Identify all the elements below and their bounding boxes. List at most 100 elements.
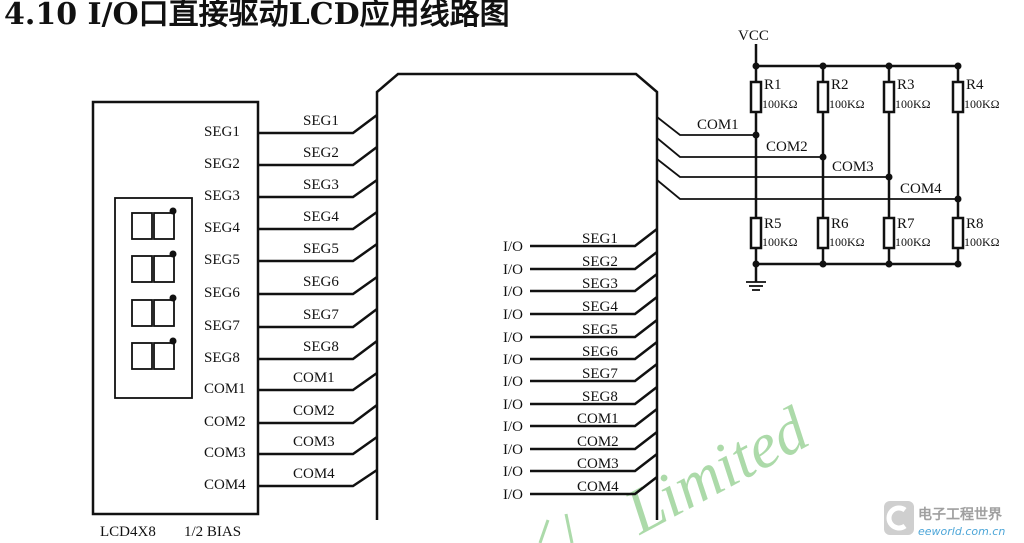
resistor-r1: R1 100KΩ [749,62,798,135]
io-row: I/O COM3 [503,453,658,480]
io-label: I/O [503,307,523,323]
mcu-left-pin-label: SEG5 [303,241,339,257]
resistor-name: R2 [831,77,849,93]
io-label: I/O [503,330,523,346]
lcd-pin-seg1: SEG1 [204,124,240,140]
resistor-value: 100KΩ [762,97,798,111]
lcd-bias: 1/2 BIAS [184,524,241,540]
lcd-pin-label: SEG7 [204,318,240,334]
logo-sub: eeworld.com.cn [918,525,1005,538]
resistor-name: R1 [764,77,782,93]
io-label: I/O [503,239,523,255]
com-output-label: COM1 [697,117,739,133]
lcd-pin-com2: COM2 [204,414,246,430]
io-row: I/O SEG6 [503,341,658,368]
com-output-label: COM3 [832,159,874,175]
wire-com4: COM4 [258,466,378,488]
io-label: I/O [503,464,523,480]
watermark: Limited [612,392,820,543]
mcu-left-pin-label: SEG8 [303,339,339,355]
lcd-pin-seg7: SEG7 [204,318,240,334]
wire-seg6: SEG6 [258,274,378,296]
lcd-pin-seg5: SEG5 [204,252,240,268]
com-output-label: COM2 [766,139,808,155]
mcu-left-pin-label: SEG7 [303,307,339,323]
lcd-pin-label: SEG6 [204,285,240,301]
lcd-digit-pair [131,294,177,327]
resistor-value: 100KΩ [964,97,1000,111]
io-pin-label: SEG8 [582,389,618,405]
lcd-digit-pair [131,250,177,283]
lcd-pin-seg6: SEG6 [204,285,240,301]
io-label: I/O [503,262,523,278]
resistor-value: 100KΩ [895,235,931,249]
io-label: I/O [503,419,523,435]
io-row: I/O SEG1 [503,228,658,255]
com-output-com4: COM4 [656,179,962,203]
resistor-value: 100KΩ [895,97,931,111]
io-pin-label: SEG1 [582,231,618,247]
site-logo: 电子工程世界 eeworld.com.cn [884,501,1005,538]
lcd-digit-pair [131,207,177,240]
resistor-name: R8 [966,216,984,232]
logo-main: 电子工程世界 [918,506,1003,523]
wire-seg2: SEG2 [258,145,378,167]
resistor-value: 100KΩ [964,235,1000,249]
resistor-value: 100KΩ [829,97,865,111]
com-output-com3: COM3 [656,158,893,181]
io-label: I/O [503,442,523,458]
page-title: 4.10 I/O口直接驱动LCD应用线路图 [4,0,510,32]
lcd-pin-label: COM4 [204,477,246,493]
mcu-left-pin-label: SEG2 [303,145,339,161]
mcu-chip [375,72,659,520]
wire-com2: COM2 [258,403,378,425]
io-label: I/O [503,487,523,503]
lcd-pin-com1: COM1 [204,381,246,397]
lcd-pin-seg2: SEG2 [204,156,240,172]
lcd-pin-label: SEG1 [204,124,240,140]
io-row: I/O COM4 [503,476,658,503]
wire-seg3: SEG3 [258,177,378,199]
wire-seg8: SEG8 [258,339,378,361]
io-pin-label: SEG4 [582,299,618,315]
resistor-name: R6 [831,216,849,232]
com-output-label: COM4 [900,181,942,197]
lcd-module [91,100,260,516]
io-label: I/O [503,397,523,413]
lcd-pin-label: SEG8 [204,350,240,366]
wire-com1: COM1 [258,370,378,392]
mcu-left-pin-label: SEG6 [303,274,339,290]
wire-seg1: SEG1 [258,113,378,135]
resistor-name: R3 [897,77,915,93]
watermark-fragment [538,513,574,543]
mcu-left-pin-label: SEG4 [303,209,339,225]
resistor-name: R4 [966,77,984,93]
wire-seg5: SEG5 [258,241,378,263]
io-pin-label: SEG3 [582,276,618,292]
lcd-digit-pair [131,337,177,370]
lcd-display-window [114,197,193,399]
resistor-r4: R4 100KΩ [951,62,1000,199]
io-pin-label: COM3 [577,456,619,472]
io-pin-label: COM4 [577,479,619,495]
lcd-pins: SEG1SEG2SEG3SEG4SEG5SEG6SEG7SEG8COM1COM2… [204,124,246,493]
io-pin-label: SEG6 [582,344,618,360]
lcd-pin-label: COM2 [204,414,246,430]
lcd-pin-seg3: SEG3 [204,188,240,204]
vcc-label: VCC [738,28,769,44]
resistor-network: VCC R1100KΩR2100KΩR3100KΩR4100KΩR5100KΩR… [738,28,1000,291]
lcd-pin-label: SEG5 [204,252,240,268]
com-output-com2: COM2 [656,137,827,161]
io-pin-label: SEG2 [582,254,618,270]
ground-symbol [746,264,766,291]
lcd-pin-seg4: SEG4 [204,220,240,236]
io-label: I/O [503,352,523,368]
mcu-left-pin-label: COM1 [293,370,335,386]
